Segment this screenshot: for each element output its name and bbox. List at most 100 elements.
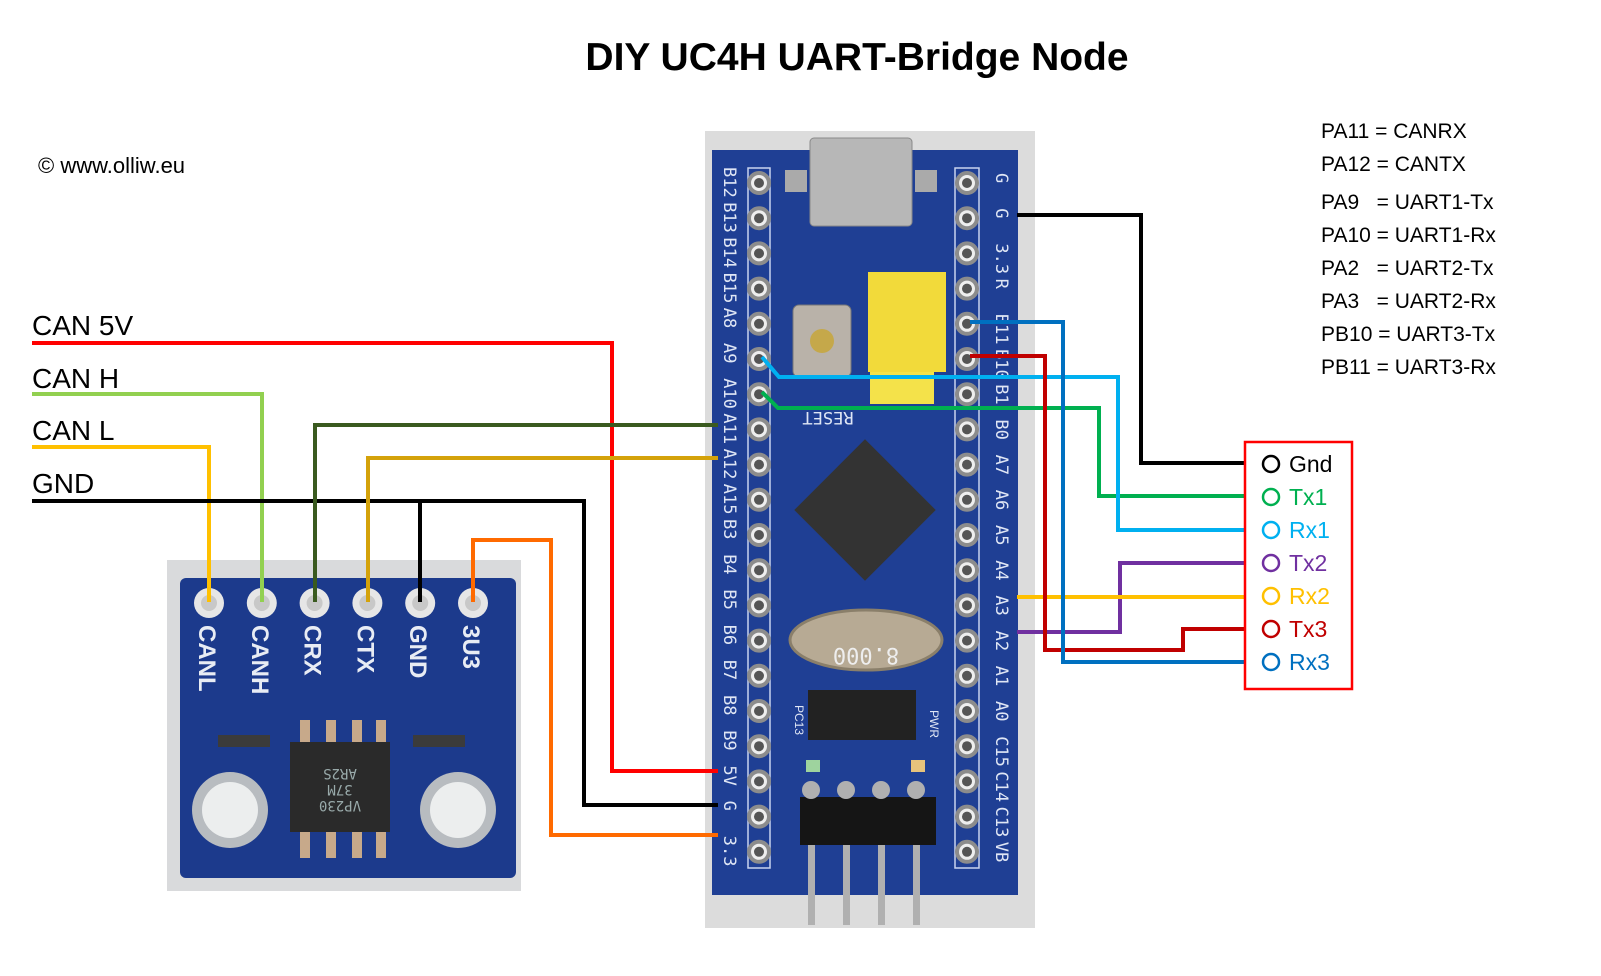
led-pc13 [806, 760, 820, 772]
pin-label-left: B7 [719, 660, 739, 680]
pin-map-entry: PA9 = UART1-Tx [1321, 191, 1494, 214]
pin-label-left: B3 [719, 519, 739, 539]
wire-gnd [32, 499, 718, 807]
wire-uart-gnd [1017, 213, 1245, 465]
connector-pin-icon [1261, 487, 1281, 507]
pin-label-right: A5 [991, 525, 1011, 545]
connector-pin-icon [1261, 586, 1281, 606]
pin-label-left: A10 [719, 378, 739, 409]
pin-label-right: G [991, 208, 1011, 218]
boot-jumpers [868, 272, 946, 372]
can-transceiver-module: CANL CANH CRX CTX GND 3U3 VP230 37M AR2S [167, 560, 521, 891]
pin-label-left: B15 [719, 273, 739, 304]
pin-label-left: A12 [719, 449, 739, 480]
connector-pin-icon [1261, 553, 1281, 573]
pwr-label: PWR [927, 710, 941, 738]
wire-tx1 [760, 390, 1245, 498]
wire-3v3 [471, 538, 718, 837]
connector-pin-icon [1261, 652, 1281, 672]
label-can-l: CAN L [32, 415, 114, 446]
connector-pin-label: Tx1 [1289, 484, 1327, 510]
pin-label-left: B6 [719, 625, 739, 645]
pin-map-entry: PA11 = CANRX [1321, 120, 1467, 143]
pin-label-right: A7 [991, 455, 1011, 475]
crystal [788, 608, 944, 672]
wire-rx3 [970, 320, 1245, 664]
wire-tx3 [970, 354, 1245, 652]
pin-label-left: A9 [719, 343, 739, 363]
pin-label-left: B8 [719, 695, 739, 715]
crystal-marking: 8.000 [833, 642, 899, 667]
connector-pin-label: Tx3 [1289, 616, 1327, 642]
pin-label-left: 3.3 [719, 836, 739, 867]
wire-can-h [32, 392, 264, 602]
pin-label-right: A0 [991, 701, 1011, 721]
transceiver-chip [290, 742, 390, 832]
pin-label-right: R [991, 279, 1011, 290]
pin-map-entry: PA3 = UART2-Rx [1321, 290, 1496, 313]
wire-can-l [32, 445, 211, 602]
pin-map-list: PA11 = CANRX PA12 = CANTX PA9 = UART1-TxPA… [1321, 120, 1496, 379]
pin-label-right: B1 [991, 384, 1011, 404]
page-title: DIY UC4H UART-Bridge Node [585, 36, 1128, 79]
pin-label-left: B14 [719, 237, 739, 268]
connector-pin-label: Rx1 [1289, 517, 1330, 543]
pin-label-right: VB [991, 842, 1011, 862]
module-pin-label: GND [404, 625, 431, 678]
label-can-5v: CAN 5V [32, 310, 133, 341]
wires [32, 213, 1245, 837]
mcu-chip [794, 439, 936, 581]
pin-label-left: A8 [719, 308, 739, 328]
pin-label-left: A11 [719, 413, 739, 444]
pin-label-right: C15 [991, 736, 1011, 767]
reset-label: RESET [802, 407, 853, 427]
wire-crx [313, 423, 718, 602]
pin-label-left: A15 [719, 484, 739, 515]
pin-label-left: B9 [719, 730, 739, 750]
pin-map-entry: PA12 = CANTX [1321, 153, 1466, 176]
pin-label-right: 3.3 [991, 243, 1011, 274]
wire-ctx [366, 456, 718, 602]
label-gnd: GND [32, 468, 94, 499]
pin-map-entry: PA2 = UART2-Tx [1321, 257, 1494, 280]
pin-label-left: 5V [719, 765, 739, 785]
pin-label-right: G [991, 173, 1011, 183]
pc13-label: PC13 [792, 705, 806, 735]
connector-pin-icon [1261, 619, 1281, 639]
pin-label-left: B4 [719, 554, 739, 574]
connector-pin-label: Tx2 [1289, 550, 1327, 576]
pin-label-left: B5 [719, 589, 739, 609]
connector-pin-label: Gnd [1289, 451, 1332, 477]
stm32-blue-pill-board: RESET 8.000 PWR PC13 B12B13B14B15A8A9A10… [705, 131, 1035, 928]
pin-label-right: A3 [991, 595, 1011, 615]
pin-label-left: G [719, 801, 739, 811]
usb-connector [809, 137, 913, 227]
pin-label-left: B13 [719, 202, 739, 233]
connector-pin-icon [1261, 520, 1281, 540]
pin-label-right: A4 [991, 560, 1011, 580]
module-pin-label: CTX [351, 625, 378, 673]
pin-label-left: B12 [719, 167, 739, 198]
pin-label-right: B11 [991, 314, 1011, 345]
module-pin-label: CANL [193, 625, 220, 692]
module-pin-label: CRX [299, 625, 326, 676]
wire-rx1 [760, 355, 1245, 532]
pin-label-right: B0 [991, 419, 1011, 439]
module-pin-label: 3U3 [457, 625, 484, 669]
chip-marking: AR2S [323, 765, 357, 781]
label-can-h: CAN H [32, 363, 119, 394]
connector-pin-label: Rx2 [1289, 583, 1330, 609]
pin-map-entry: PB10 = UART3-Tx [1321, 323, 1496, 346]
chip-marking: VP230 [319, 797, 361, 813]
voltage-regulator [808, 690, 916, 740]
wire-can-5v [32, 341, 718, 773]
pin-label-right: A1 [991, 666, 1011, 686]
pin-label-right: A2 [991, 631, 1011, 651]
module-pin-label: CANH [246, 625, 273, 694]
pin-map-entry: PA10 = UART1-Rx [1321, 224, 1496, 247]
pin-map-entry: PB11 = UART3-Rx [1321, 356, 1496, 379]
swd-header [800, 797, 936, 845]
chip-marking: 37M [327, 781, 352, 797]
